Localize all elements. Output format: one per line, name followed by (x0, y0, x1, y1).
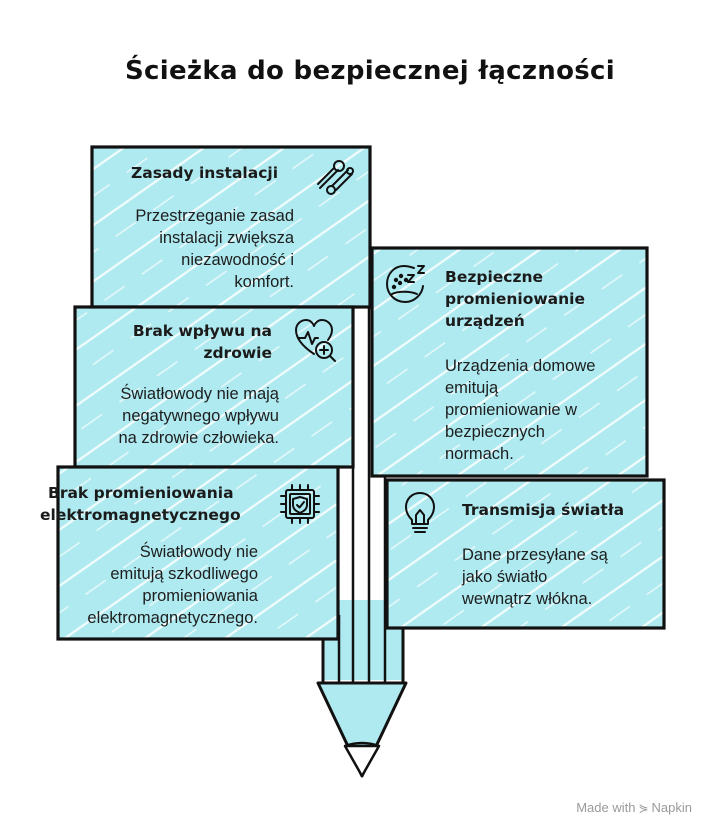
body-line: wewnątrz włókna. (462, 590, 593, 608)
card-installation (90, 145, 372, 309)
body-line: promieniowanie w (445, 401, 578, 419)
body-line: bezpiecznych (445, 423, 545, 441)
card-no-health-impact-body: Światłowody nie mają negatywnego wpływu … (95, 383, 295, 449)
footer-credit[interactable]: Made with⋟Napkin (576, 800, 692, 815)
shield-chip-icon (280, 484, 320, 524)
card-installation-title: Zasady instalacji (131, 164, 279, 182)
body-line: instalacji zwiększa (159, 229, 294, 247)
body-line: niezawodność i (181, 251, 294, 269)
body-line: negatywnego wpływu (122, 407, 279, 425)
body-line: elektromagnetycznego. (87, 609, 258, 627)
card-installation-body: Przestrzeganie zasad instalacji zwiększa… (100, 205, 294, 293)
body-line: jako światło (462, 568, 548, 586)
title-line: promieniowanie (445, 290, 585, 308)
page-title: Ścieżka do bezpiecznej łączności (125, 56, 615, 86)
footer-label: Made with (576, 800, 636, 815)
heart-health-icon (295, 319, 336, 362)
pencil-tip (316, 681, 408, 778)
card-light-transmission-body: Dane przesyłane są jako światło wewnątrz… (462, 544, 652, 610)
body-line: emitują szkodliwego (110, 565, 258, 583)
card-safe-radiation (370, 246, 649, 478)
title-line: zdrowie (203, 344, 272, 362)
lightbulb-icon (405, 492, 435, 533)
title-line: elektromagnetycznego (40, 506, 241, 524)
footer-brand: Napkin (651, 800, 692, 815)
body-line: promieniowania (142, 587, 258, 605)
title-line: urządzeń (445, 312, 525, 330)
body-line: Urządzenia domowe (445, 357, 596, 375)
title-line: Brak promieniowania (48, 484, 234, 502)
body-line: Dane przesyłane są (462, 546, 608, 564)
body-line: Światłowody nie mają (120, 385, 279, 403)
card-no-em-radiation-title: Brak promieniowania elektromagnetycznego (40, 482, 270, 526)
body-line: emitują (445, 379, 499, 397)
body-line: komfort. (234, 273, 294, 291)
card-light-transmission-title: Transmisja światła (462, 501, 625, 519)
title-line: Brak wpływu na (132, 322, 272, 340)
card-no-em-radiation (56, 465, 340, 641)
body-line: na zdrowie człowieka. (118, 429, 280, 447)
title-line: Bezpieczne (445, 268, 544, 286)
napkin-logo-icon: ⋟ (638, 801, 649, 815)
card-safe-radiation-body: Urządzenia domowe emitują promieniowanie… (445, 355, 635, 465)
sleep-device-icon (386, 265, 425, 303)
body-line: Światłowody nie (139, 543, 258, 561)
card-no-em-radiation-body: Światłowody nie emitują szkodliwego prom… (60, 541, 258, 629)
card-no-health-impact-title: Brak wpływu na zdrowie (90, 320, 272, 364)
body-line: Przestrzeganie zasad (135, 207, 294, 225)
body-line: normach. (445, 445, 514, 463)
wrench-pliers-icon (317, 160, 354, 195)
card-safe-radiation-title: Bezpieczne promieniowanie urządzeń (445, 266, 625, 332)
